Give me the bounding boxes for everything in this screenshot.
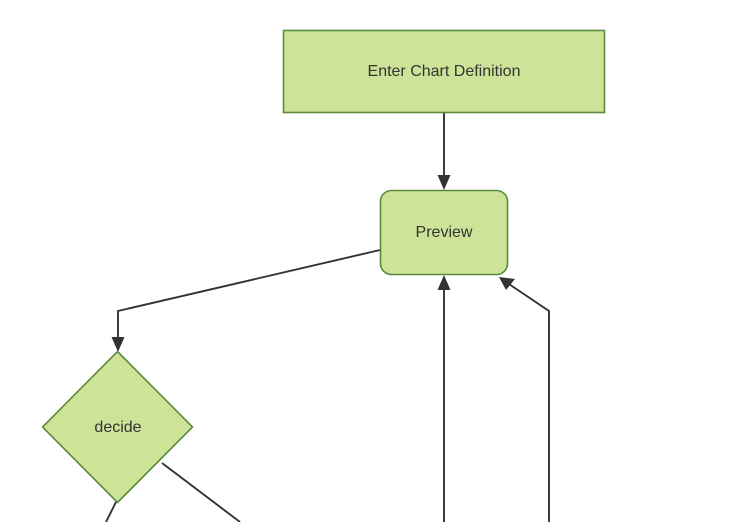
edge-decide-down-right (161, 462, 241, 522)
edge-line (505, 281, 550, 522)
arrowhead-icon (437, 275, 451, 290)
edge-decide-down-left (105, 499, 118, 522)
node-rect[interactable] (282, 29, 606, 114)
node-diamond[interactable] (41, 350, 194, 504)
edge-line (117, 249, 381, 344)
node-decide[interactable]: decide (41, 350, 194, 504)
arrowhead-icon (499, 277, 515, 290)
edge-line (161, 462, 241, 522)
node-preview[interactable]: Preview (379, 189, 509, 276)
node-enter-chart-definition[interactable]: Enter Chart Definition (282, 29, 606, 114)
edge-offscreen-center-to-preview (437, 275, 451, 522)
edge-line (105, 499, 118, 522)
edge-offscreen-right-to-preview (499, 277, 550, 522)
edge-preview-to-decide (111, 249, 381, 352)
arrowhead-icon (111, 337, 125, 352)
node-rounded-rect[interactable] (379, 189, 509, 276)
edge-enter-to-preview (437, 113, 451, 190)
arrowhead-icon (437, 175, 451, 190)
